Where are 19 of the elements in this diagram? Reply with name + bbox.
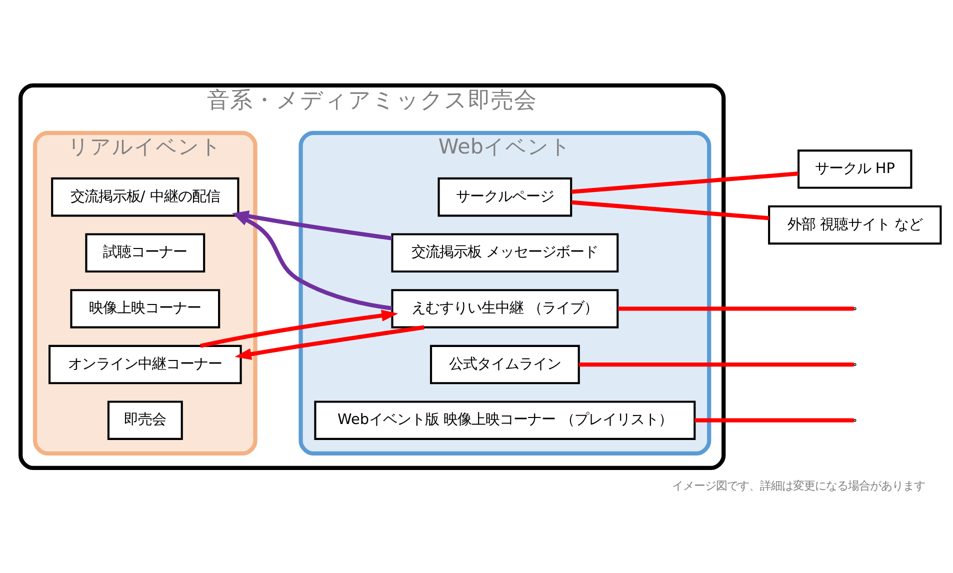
- arrow: [234, 324, 424, 360]
- node-box: 交流掲示板 メッセージボード: [391, 232, 619, 272]
- connector: [571, 200, 770, 220]
- connector: [571, 171, 799, 194]
- node-box: オンライン中継コーナー: [48, 344, 242, 384]
- node-box: サークル HP: [798, 149, 912, 188]
- connector: [618, 306, 854, 310]
- node-box: 交流掲示板/ 中継の配信: [51, 176, 240, 216]
- node-box: 即売会: [107, 400, 183, 440]
- node-box: サークルページ: [438, 176, 572, 216]
- connector: [694, 418, 854, 422]
- connector: [578, 362, 854, 366]
- node-box: えむすりい生中継 （ライブ）: [391, 288, 619, 328]
- node-box: 外部 視聴サイト など: [768, 204, 942, 244]
- node-box: 映像上映コーナー: [70, 288, 220, 328]
- node-box: 試聴コーナー: [85, 232, 206, 272]
- node-box: 公式タイムライン: [430, 344, 580, 384]
- caption: イメージ図です、詳細は変更になる場合があります: [672, 478, 926, 492]
- node-box: Webイベント版 映像上映コーナー （プレイリスト）: [314, 400, 696, 440]
